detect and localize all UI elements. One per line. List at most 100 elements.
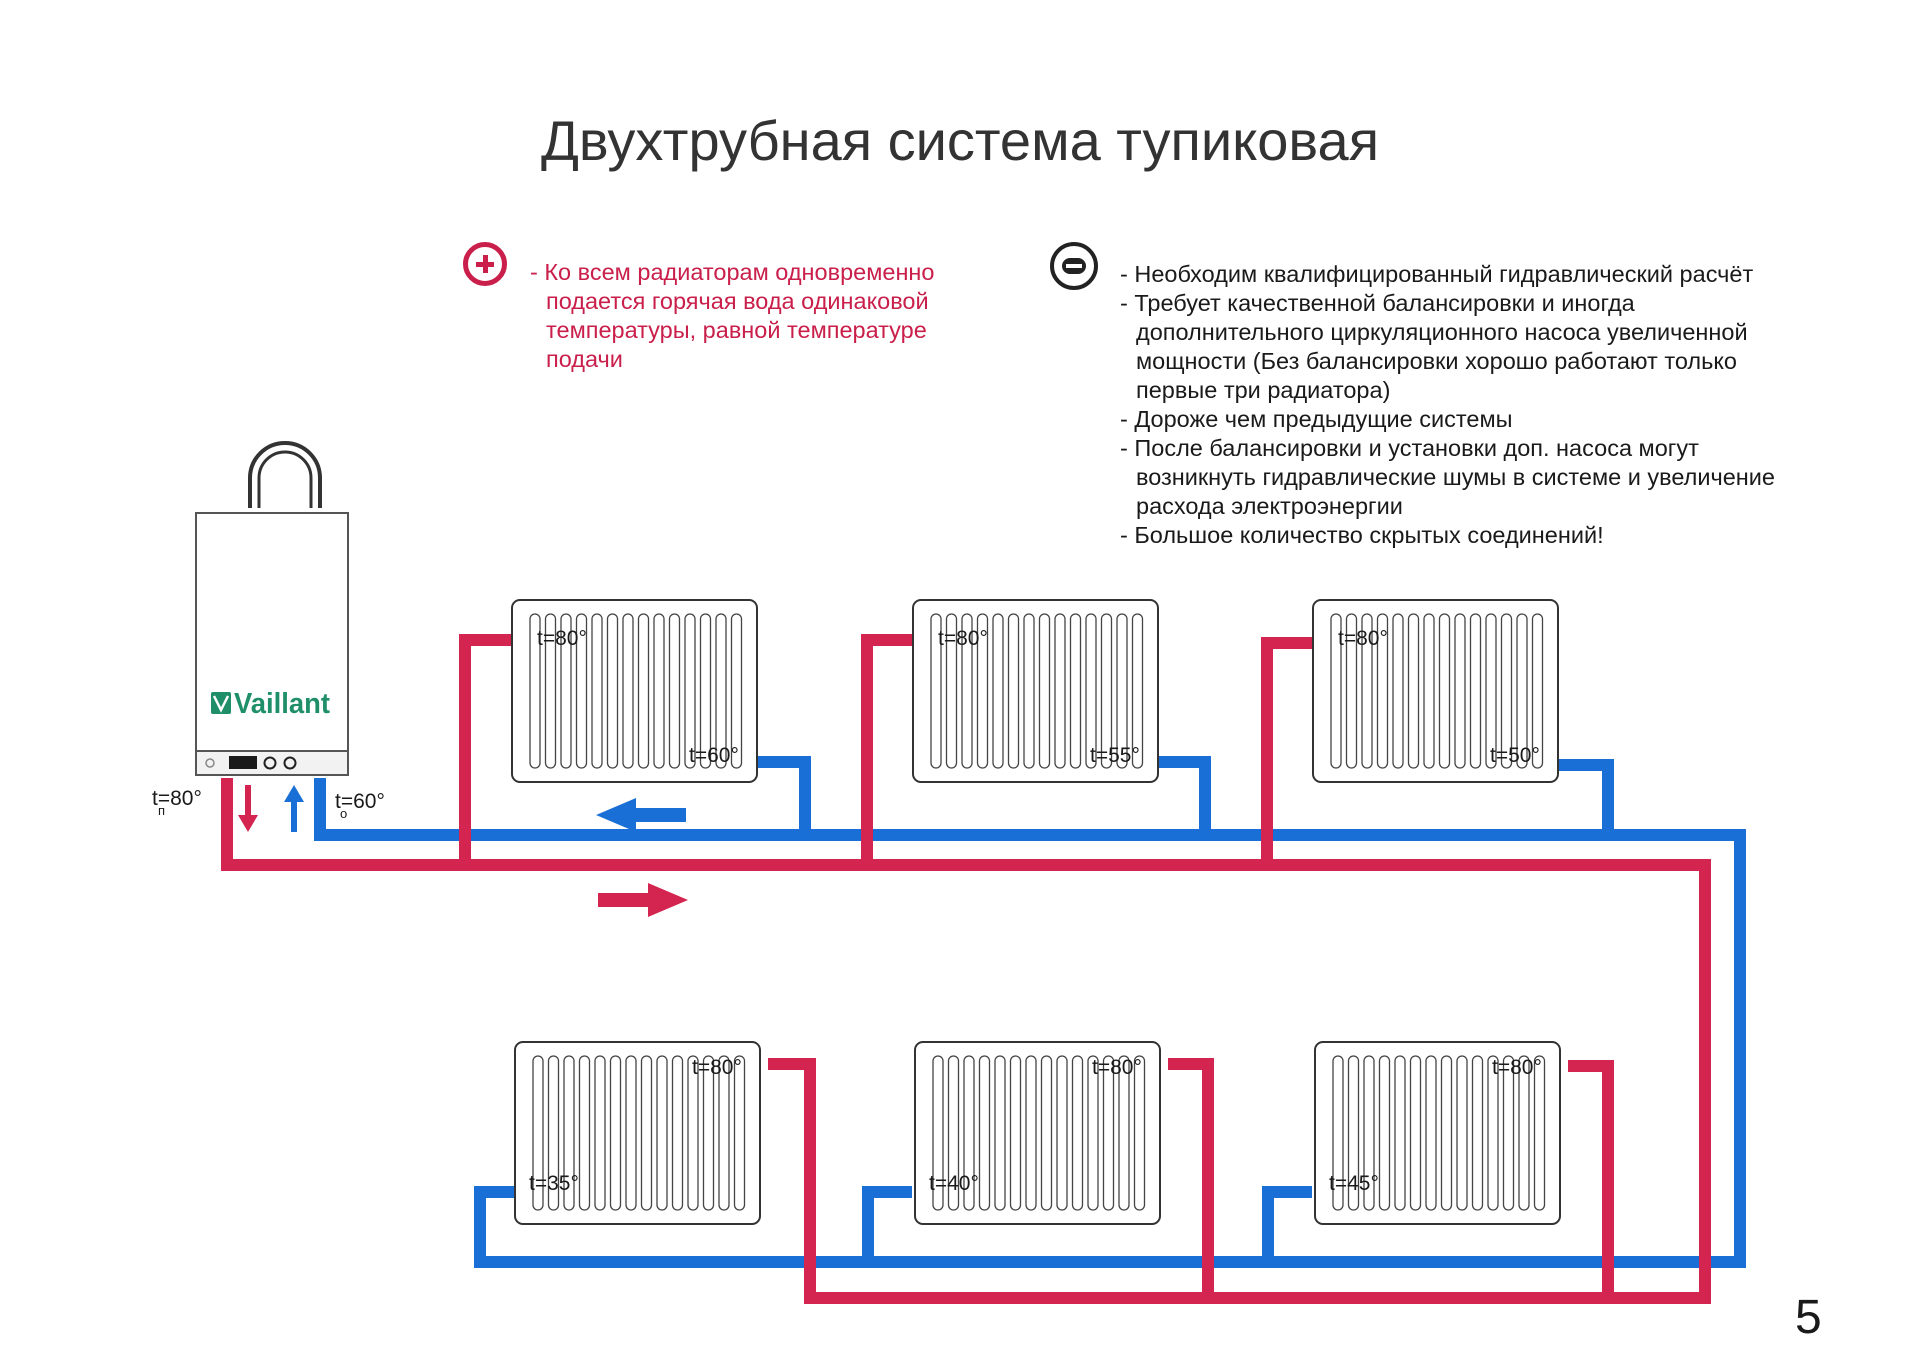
cons-list: - Необходим квалифицированный гидравличе… xyxy=(1120,260,1790,550)
radiator-body xyxy=(1314,1041,1561,1225)
radiator-fin xyxy=(594,1055,606,1211)
radiator-fin xyxy=(1407,613,1420,769)
radiator-fin xyxy=(575,613,588,769)
boiler-knob-1 xyxy=(263,756,277,770)
supply-branch-4 xyxy=(1168,1058,1214,1298)
radiator-fin xyxy=(1023,613,1035,769)
minus-circle-icon xyxy=(1050,242,1098,290)
page-number: 5 xyxy=(1795,1291,1822,1344)
boiler-supply-sub: п xyxy=(158,803,165,818)
supply-branch-2 xyxy=(861,634,913,865)
radiator-fin xyxy=(1025,1055,1037,1211)
radiator-fin xyxy=(656,1055,668,1211)
cons-item: - Требует качественной балансировки и ин… xyxy=(1120,290,1748,403)
return-branch-2 xyxy=(1158,756,1211,835)
radiator-fin xyxy=(718,1055,730,1211)
radiator-fin xyxy=(994,1055,1006,1211)
radiator-fin xyxy=(976,613,989,769)
radiator-fin xyxy=(609,1055,622,1211)
radiator-bottom-1: t=80° t=35° xyxy=(514,1041,761,1225)
supply-flow-arrow xyxy=(598,883,688,917)
radiator-in-temp: t=80° xyxy=(1492,1056,1542,1079)
radiator-fin xyxy=(1378,1055,1391,1211)
radiators: t=80°t=60°t=80°t=55°t=80°t=50°t=80°t=35°… xyxy=(511,599,1561,1225)
radiator-fin xyxy=(547,1055,560,1211)
radiator-fin xyxy=(668,613,681,769)
radiator-in-temp: t=80° xyxy=(692,1056,742,1079)
radiator-fin xyxy=(1409,1055,1422,1211)
return-main-pipe xyxy=(314,778,1746,1268)
radiator-fin xyxy=(1116,613,1128,769)
radiator-fin xyxy=(733,1055,746,1211)
radiator-fin xyxy=(1038,613,1051,769)
radiator-out-temp: t=55° xyxy=(1090,744,1140,767)
radiator-fin xyxy=(1330,613,1342,769)
radiator-body xyxy=(912,599,1159,783)
radiator-body xyxy=(514,1041,761,1225)
radiator-out-temp: t=35° xyxy=(529,1172,579,1195)
return-branch-3 xyxy=(1558,759,1614,835)
radiator-fin xyxy=(1456,1055,1468,1211)
radiator-fin xyxy=(1376,613,1389,769)
radiator-fin xyxy=(1469,613,1482,769)
radiator-fin xyxy=(1332,1055,1344,1211)
radiator-fin xyxy=(544,613,557,769)
radiator-body xyxy=(511,599,758,783)
supply-branch-3 xyxy=(1261,637,1313,865)
radiator-fin xyxy=(1438,613,1451,769)
radiator-fin xyxy=(1056,1055,1068,1211)
cons-item: - Дороже чем предыдущие системы xyxy=(1120,406,1513,432)
radiator-fin xyxy=(1440,1055,1453,1211)
radiator-fin xyxy=(1425,1055,1437,1211)
radiator-fin xyxy=(945,613,958,769)
boiler-flue xyxy=(248,441,322,508)
supply-branch-1 xyxy=(459,634,512,865)
radiator-fin xyxy=(1345,613,1358,769)
radiator-fin xyxy=(1454,613,1466,769)
boiler-display xyxy=(229,756,257,769)
radiator-fin xyxy=(1069,613,1082,769)
radiator-fin xyxy=(1040,1055,1053,1211)
radiator-in-temp: t=80° xyxy=(1092,1056,1142,1079)
radiator-in-temp: t=80° xyxy=(938,627,988,650)
cons-item: - Необходим квалифицированный гидравличе… xyxy=(1120,261,1754,287)
return-branch-1 xyxy=(758,756,811,835)
radiator-fin xyxy=(702,1055,715,1211)
radiator-fin xyxy=(1009,1055,1022,1211)
radiator-fin xyxy=(1054,613,1066,769)
radiator-fin xyxy=(606,613,619,769)
radiator-fin xyxy=(992,613,1004,769)
radiator-fin xyxy=(653,613,665,769)
pros-list: - Ко всем радиаторам одновременно подает… xyxy=(530,258,1010,374)
boiler-supply-temp: t=80° xyxy=(152,787,202,810)
boiler-temperatures: t=80° п t=60° о xyxy=(152,787,385,821)
radiator-fin xyxy=(684,613,696,769)
radiator-fin xyxy=(1085,613,1097,769)
radiator-fin xyxy=(671,1055,684,1211)
supply-down-arrow xyxy=(238,785,258,832)
radiator-fin xyxy=(1502,1055,1515,1211)
pros-item: - Ко всем радиаторам одновременно подает… xyxy=(530,259,935,372)
radiator-fin xyxy=(1071,1055,1084,1211)
radiator-in-temp: t=80° xyxy=(1338,627,1388,650)
radiator-fin xyxy=(1361,613,1373,769)
radiator-fin xyxy=(1102,1055,1115,1211)
cons-item: - Большое количество скрытых соединений! xyxy=(1120,522,1604,548)
radiator-out-temp: t=40° xyxy=(929,1172,979,1195)
radiator-out-temp: t=45° xyxy=(1329,1172,1379,1195)
radiator-fin xyxy=(622,613,634,769)
radiator-fin xyxy=(1133,1055,1146,1211)
radiator-fin xyxy=(1518,1055,1530,1211)
radiator-bottom-3: t=80° t=45° xyxy=(1314,1041,1561,1225)
radiator-body xyxy=(914,1041,1161,1225)
return-branch-5 xyxy=(1262,1186,1312,1262)
radiator-fin xyxy=(961,613,973,769)
radiator-fin xyxy=(1100,613,1113,769)
boiler-knob-2 xyxy=(283,756,297,770)
radiator-out-temp: t=60° xyxy=(689,744,739,767)
cons-item: - После балансировки и установки доп. на… xyxy=(1120,435,1775,519)
radiator-body xyxy=(1312,599,1559,783)
radiator-fin xyxy=(1500,613,1513,769)
